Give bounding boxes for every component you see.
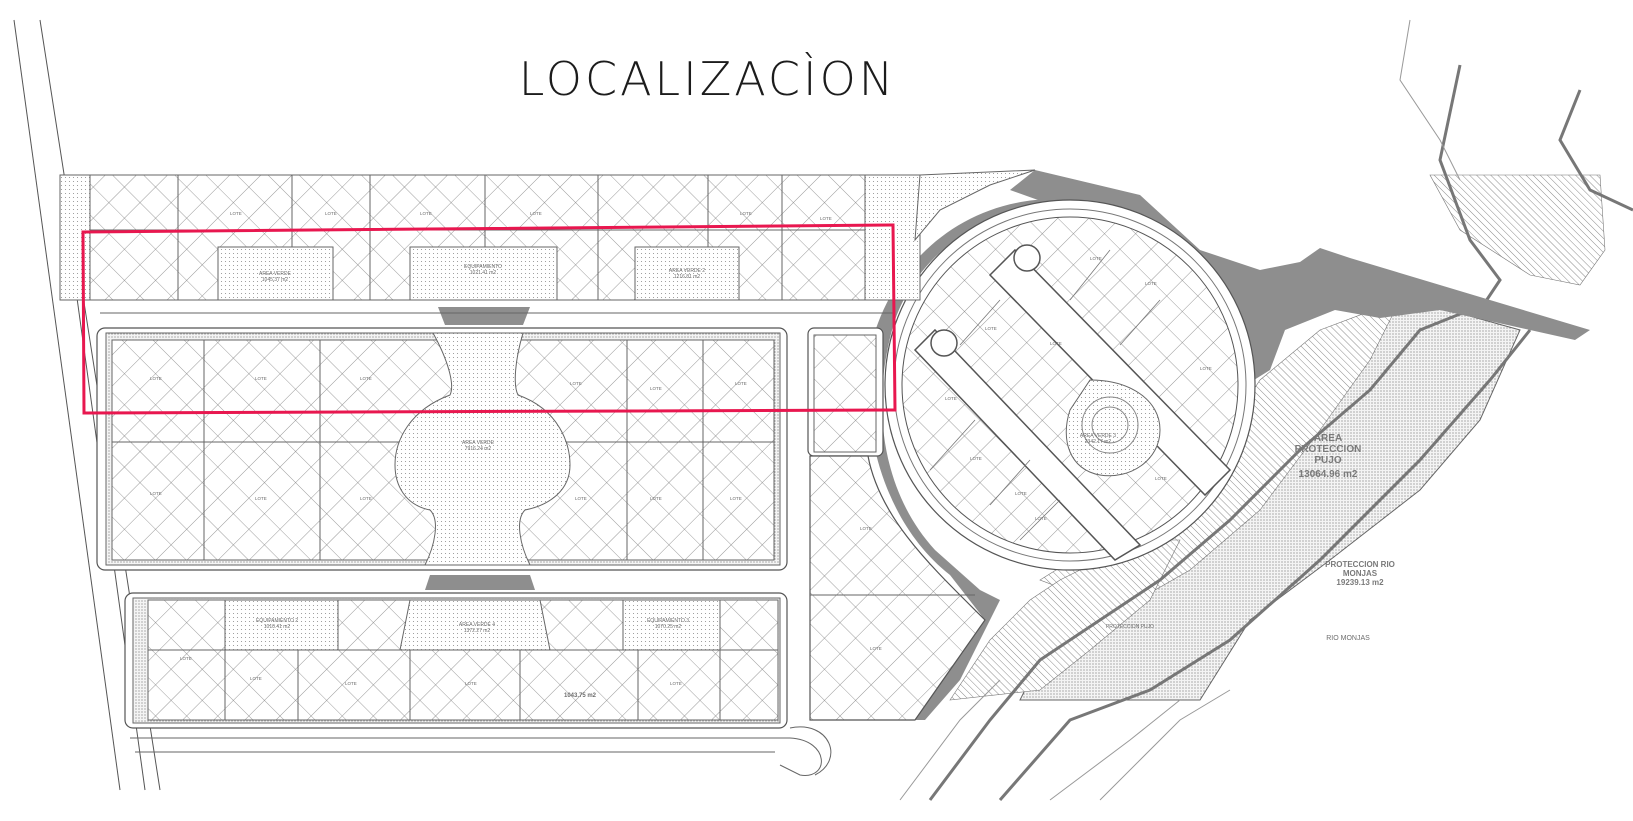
area-verde-1-label: AREA VERDE [259,271,292,277]
svg-text:LOTE: LOTE [345,681,357,686]
svg-text:LOTE: LOTE [150,376,162,381]
middle-right-block [807,327,884,457]
area-verde-3-value: 2342.17 m2 [1085,439,1112,445]
pujo-label-1: AREA [1314,433,1342,444]
lot-labels: LOTE LOTE LOTE LOTE LOTE LOTE LOTE LOTE LOTE L… [150,211,1212,686]
svg-text:LOTE: LOTE [945,396,957,401]
svg-text:LOTE: LOTE [325,211,337,216]
svg-text:LOTE: LOTE [730,496,742,501]
svg-text:LOTE: LOTE [670,681,682,686]
bottom-block [124,592,788,729]
svg-text:LOTE: LOTE [735,381,747,386]
lot-area-value: 1043.75 m2 [564,693,597,699]
svg-text:LOTE: LOTE [1090,256,1102,261]
svg-text:LOTE: LOTE [650,496,662,501]
southeast-block [809,455,986,721]
equipamiento-2-label: EQUIPAMIENTO 2 [256,618,298,624]
equipamiento-2-value: 1010.41 m2 [264,624,291,630]
svg-text:LOTE: LOTE [1155,476,1167,481]
river-lines [928,64,1633,801]
svg-text:LOTE: LOTE [360,496,372,501]
svg-text:LOTE: LOTE [575,496,587,501]
equipamiento-1-label: EQUIPAMIENTO [464,264,502,270]
area-verde-4-label: AREA VERDE 4 [459,622,495,628]
equipamiento-3-label: EQUIPAMIENTO 3 [647,618,689,624]
area-verde-3-label: AREA VERDE 3 [1080,433,1116,439]
proteccion-pujo-label: PROTECCION PUJO [1106,624,1154,630]
rio-protection-area: 19239.13 m2 [1336,578,1384,587]
svg-text:LOTE: LOTE [985,326,997,331]
middle-block [96,327,788,571]
map-title: LOCALIZACÌON [518,52,897,106]
svg-text:LOTE: LOTE [870,646,882,651]
svg-text:LOTE: LOTE [1015,491,1027,496]
rio-protection-label-2: MONJAS [1343,569,1378,578]
pujo-label-3: PUJO [1314,455,1341,466]
svg-text:LOTE: LOTE [530,211,542,216]
svg-text:LOTE: LOTE [1200,366,1212,371]
svg-text:LOTE: LOTE [360,376,372,381]
svg-text:LOTE: LOTE [860,526,872,531]
area-verde-central-label: AREA VERDE [462,440,495,446]
pujo-area: 13064.96 m2 [1299,469,1358,480]
svg-text:LOTE: LOTE [740,211,752,216]
svg-text:LOTE: LOTE [1035,516,1047,521]
area-verde-2-value: 1216.81 m2 [674,274,701,280]
svg-text:LOTE: LOTE [255,376,267,381]
svg-text:LOTE: LOTE [180,656,192,661]
area-verde-central-value: 7916.24 m2 [465,446,492,452]
rio-protection-label-1: PROTECCION RIO [1325,560,1395,569]
svg-text:LOTE: LOTE [150,491,162,496]
svg-text:LOTE: LOTE [650,386,662,391]
pujo-label-2: PROTECCION [1295,444,1362,455]
equipamiento-3-value: 1070.25 m2 [655,624,682,630]
svg-text:LOTE: LOTE [820,216,832,221]
svg-text:LOTE: LOTE [1145,281,1157,286]
svg-text:LOTE: LOTE [970,456,982,461]
equipamiento-1-value: 1021.41 m2 [470,270,497,276]
top-lot-row [59,169,1036,301]
svg-text:LOTE: LOTE [1050,341,1062,346]
area-verde-4-value: 1372.27 m2 [464,628,491,634]
area-verde-2-label: AREA VERDE 2 [669,268,705,274]
svg-text:LOTE: LOTE [420,211,432,216]
svg-text:LOTE: LOTE [570,381,582,386]
svg-text:LOTE: LOTE [230,211,242,216]
area-verde-1-value: 1045.37 m2 [262,277,289,283]
selection-frame [81,223,897,415]
rio-monjas-label: RIO MONJAS [1326,635,1370,642]
svg-text:LOTE: LOTE [255,496,267,501]
svg-text:LOTE: LOTE [465,681,477,686]
svg-text:LOTE: LOTE [250,676,262,681]
circular-block [884,199,1256,571]
